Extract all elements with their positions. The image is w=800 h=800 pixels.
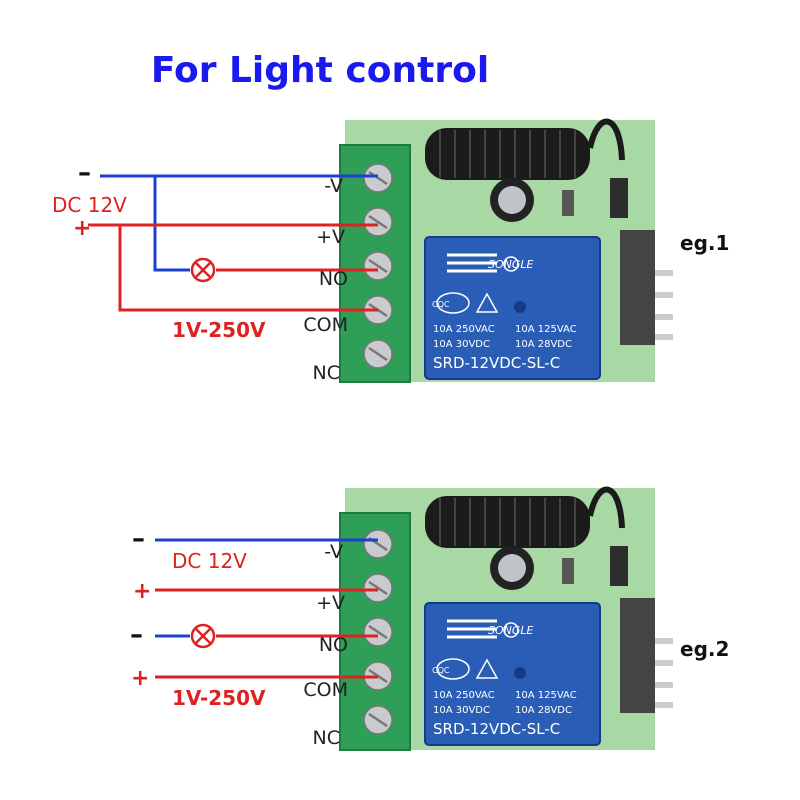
relay-rating-r1-2: 10A 125VAC [515, 690, 577, 701]
terminal-label-com-2: COM [303, 679, 348, 701]
load-minus-sign-2: – [130, 620, 143, 650]
dc-minus-sign-2: – [132, 524, 145, 554]
terminal-label-nc-1: NC [313, 362, 340, 384]
dc-label-2: DC 12V [172, 549, 247, 573]
terminal-label-no-1: NO [319, 268, 348, 290]
relay-rating-r2-1: 10A 28VDC [515, 339, 572, 350]
relay-cqc-1: CQC [432, 300, 450, 309]
relay-rating-l2-1: 10A 30VDC [433, 339, 490, 350]
relay-cqc-2: CQC [432, 666, 450, 675]
terminal-label-no-2: NO [319, 634, 348, 656]
dc-plus-sign-1: + [73, 216, 91, 241]
load-plus-sign-2: + [131, 666, 149, 691]
load-voltage-label-2: 1V-250V [172, 686, 266, 710]
relay-model-2: SRD-12VDC-SL-C [433, 720, 560, 738]
relay-rating-l2-2: 10A 30VDC [433, 705, 490, 716]
dc-plus-sign-2: + [133, 579, 151, 604]
dc-minus-sign-1: – [78, 158, 91, 188]
example-label-2: eg.2 [680, 637, 729, 661]
lamp-icon [190, 257, 216, 283]
terminal-label-minus-v-2: -V [324, 541, 343, 563]
terminal-label-nc-2: NC [313, 727, 340, 749]
relay-rating-l1-2: 10A 250VAC [433, 690, 495, 701]
relay-brand-2: SONGLE [488, 624, 534, 637]
wiring-eg2 [155, 538, 378, 679]
terminal-label-plus-v-2: +V [316, 592, 345, 614]
lamp-icon [190, 623, 216, 649]
terminal-label-com-1: COM [303, 314, 348, 336]
relay-brand-1: SONGLE [488, 258, 534, 271]
dc-label-1: DC 12V [52, 193, 127, 217]
wiring-eg1 [88, 174, 378, 312]
load-voltage-label-1: 1V-250V [172, 318, 266, 342]
relay-rating-l1-1: 10A 250VAC [433, 324, 495, 335]
relay-rating-r2-2: 10A 28VDC [515, 705, 572, 716]
terminal-label-minus-v-1: -V [324, 175, 343, 197]
relay-rating-r1-1: 10A 125VAC [515, 324, 577, 335]
diagram-title: For Light control [150, 50, 490, 91]
example-label-1: eg.1 [680, 231, 729, 255]
terminal-label-plus-v-1: +V [316, 226, 345, 248]
relay-model-1: SRD-12VDC-SL-C [433, 354, 560, 372]
